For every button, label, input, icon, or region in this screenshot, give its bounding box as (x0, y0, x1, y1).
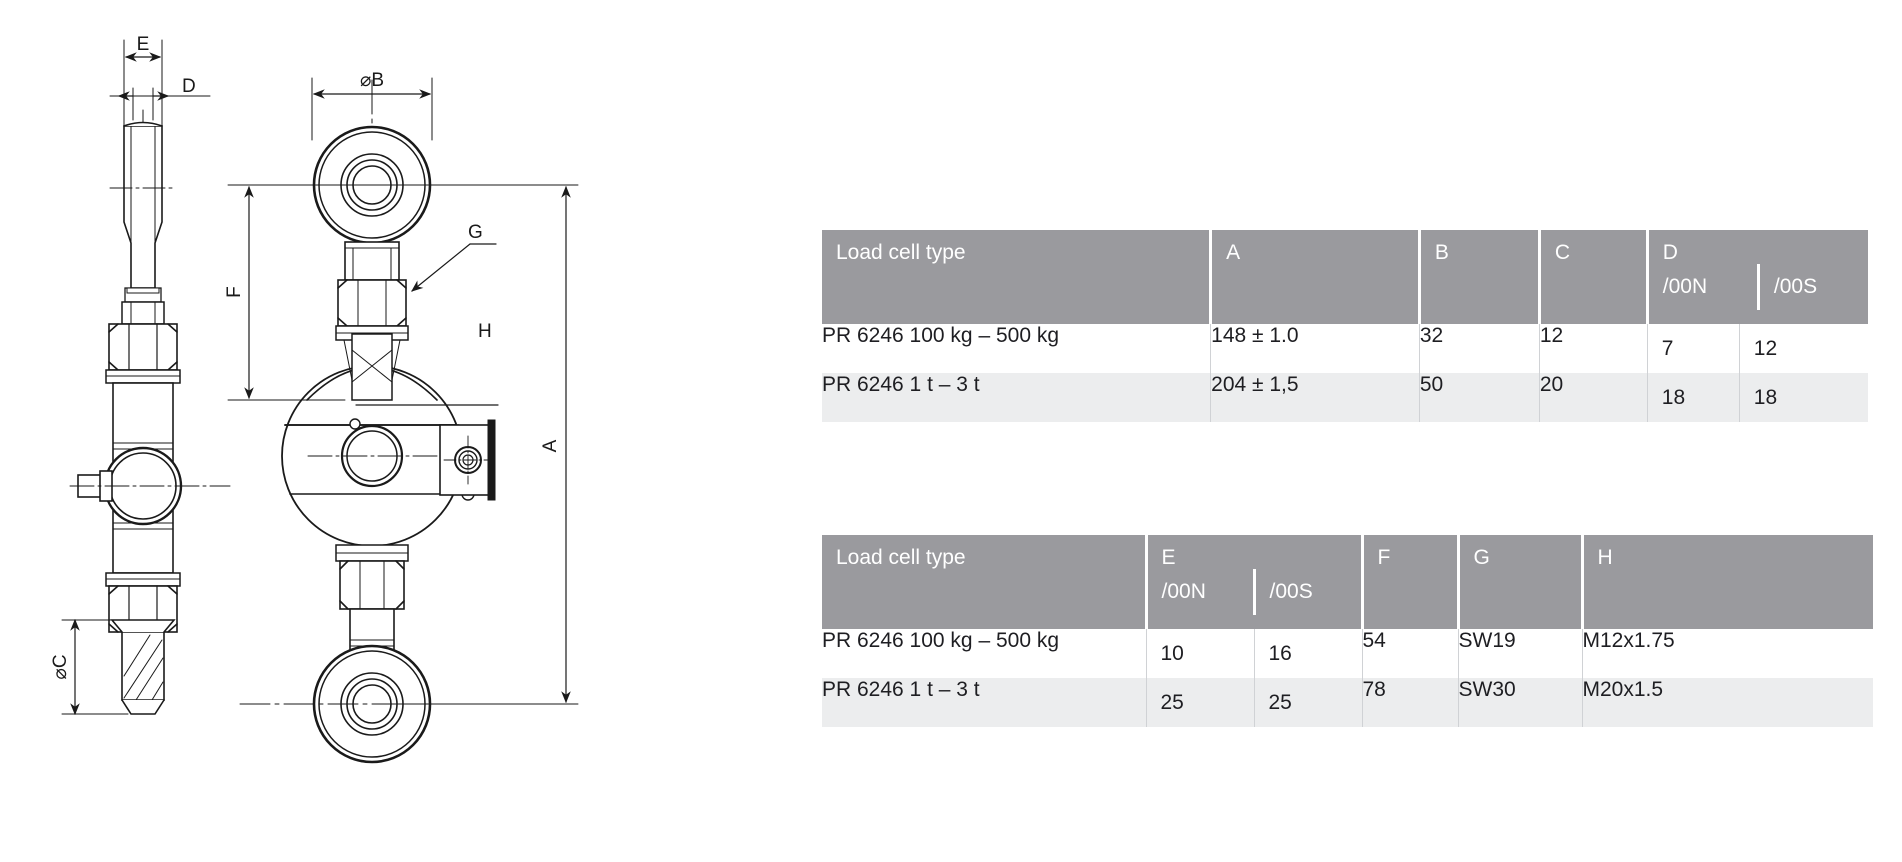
t1-col-d: D /00N /00S (1647, 230, 1868, 324)
table-dimensions-2: Load cell type E /00N /00S F (822, 535, 1873, 728)
t1-r2-d-00s: 18 (1753, 386, 1778, 410)
t1-col-b: B (1419, 230, 1541, 324)
t2-r2-f: 78 (1362, 678, 1459, 728)
t1-r1-d-00n: 7 (1648, 324, 1740, 374)
dim-label-F: F (224, 286, 245, 298)
t2-col-g: G (1458, 535, 1584, 629)
t2-col-f: F (1362, 535, 1460, 629)
t1-r2-a: 204 ± 1,5 (1210, 373, 1420, 423)
t2-r1-e-00s: 16 (1268, 642, 1292, 665)
t2-col-e: E /00N /00S (1146, 535, 1364, 629)
outline-drawing-svg: E D (50, 34, 579, 764)
technical-drawing: E D (0, 0, 660, 862)
dim-label-D: D (182, 76, 196, 97)
t1-r2-d-00n: 18 (1648, 373, 1740, 423)
table-row: PR 6246 100 kg – 500 kg 148 ± 1.0 32 12 … (822, 324, 1868, 374)
side-view: E D (50, 34, 231, 716)
table-row: PR 6246 1 t – 3 t 25 25 78 SW30 M20x1.5 (822, 678, 1873, 728)
t2-r1-h: M12x1.75 (1582, 629, 1675, 652)
t1-r1-c: 12 (1539, 324, 1648, 374)
t1-r2-c: 20 (1539, 373, 1648, 423)
table2-body: PR 6246 100 kg – 500 kg 10 16 54 SW19 M1… (822, 629, 1873, 728)
table2-header: Load cell type E /00N /00S F (822, 535, 1873, 629)
t1-r1-a: 148 ± 1.0 (1210, 324, 1420, 374)
t2-r2-e-00n: 25 (1147, 678, 1255, 728)
t1-col-type-label: Load cell type (836, 241, 966, 264)
t1-col-b-label: B (1434, 241, 1449, 264)
dim-label-G: G (468, 222, 483, 243)
t2-r2-type: PR 6246 1 t – 3 t (822, 678, 1147, 728)
t1-r1-b: 32 (1419, 324, 1540, 374)
t2-r1-g: SW19 (1458, 629, 1583, 679)
dim-label-B: ⌀B (360, 70, 384, 91)
t2-r1-type: PR 6246 100 kg – 500 kg (822, 629, 1147, 679)
dimension-tables: Load cell type A B C D /00N (822, 0, 1902, 862)
t2-r1-e: 10 16 (1146, 629, 1363, 679)
t2-r1-e-00n: 10 (1147, 629, 1255, 679)
t2-col-f-label: F (1377, 546, 1391, 569)
table1-body: PR 6246 100 kg – 500 kg 148 ± 1.0 32 12 … (822, 324, 1868, 423)
t1-col-d-00n-label: /00N (1662, 275, 1708, 299)
t2-col-e-00s-label: /00S (1269, 580, 1313, 604)
dim-label-E: E (137, 34, 150, 55)
t1-col-d-label: D (1662, 241, 1678, 264)
t1-col-d-00s-label: /00S (1773, 275, 1818, 299)
t1-r2-d: 18 18 (1647, 373, 1868, 423)
t2-col-e-label: E (1161, 546, 1176, 569)
table-row: PR 6246 100 kg – 500 kg 10 16 54 SW19 M1… (822, 629, 1873, 679)
t2-r1-f: 54 (1362, 629, 1459, 679)
t2-col-e-00n-label: /00N (1161, 580, 1206, 604)
table-row: PR 6246 1 t – 3 t 204 ± 1,5 50 20 18 18 (822, 373, 1868, 423)
t2-col-type: Load cell type (822, 535, 1148, 629)
t2-r2-e: 25 25 (1146, 678, 1363, 728)
t1-col-a: A (1210, 230, 1421, 324)
t2-col-h-label: H (1597, 546, 1613, 569)
dim-label-A: A (540, 439, 561, 452)
t2-col-g-label: G (1473, 546, 1490, 569)
t1-r2-type: PR 6246 1 t – 3 t (822, 373, 1212, 423)
t2-col-type-label: Load cell type (836, 546, 966, 569)
dim-label-H: H (478, 321, 492, 342)
t1-col-d-00n: /00N (1649, 264, 1757, 310)
table-dimensions-1: Load cell type A B C D /00N (822, 230, 1868, 423)
t1-col-c-label: C (1554, 241, 1570, 264)
t1-col-type: Load cell type (822, 230, 1213, 324)
t2-col-e-00n: /00N (1148, 569, 1253, 615)
t1-r1-type: PR 6246 100 kg – 500 kg (822, 324, 1212, 374)
t2-r2-g: SW30 (1458, 678, 1583, 728)
table1-header: Load cell type A B C D /00N (822, 230, 1868, 324)
t1-r2-b: 50 (1419, 373, 1540, 423)
t2-r2-h: M20x1.5 (1582, 678, 1664, 702)
t2-col-h: H (1582, 535, 1873, 629)
t1-col-c: C (1539, 230, 1649, 324)
t1-col-d-00s: /00S (1756, 264, 1868, 311)
t2-col-e-00s: /00S (1252, 569, 1361, 616)
dim-label-C: ⌀C (50, 654, 71, 679)
t1-r1-d: 7 12 (1647, 324, 1868, 374)
front-view: ⌀B G (224, 70, 579, 764)
t2-r2-e-00s: 25 (1268, 691, 1292, 715)
t1-col-a-label: A (1226, 241, 1241, 264)
t1-r1-d-00s: 12 (1753, 337, 1778, 360)
